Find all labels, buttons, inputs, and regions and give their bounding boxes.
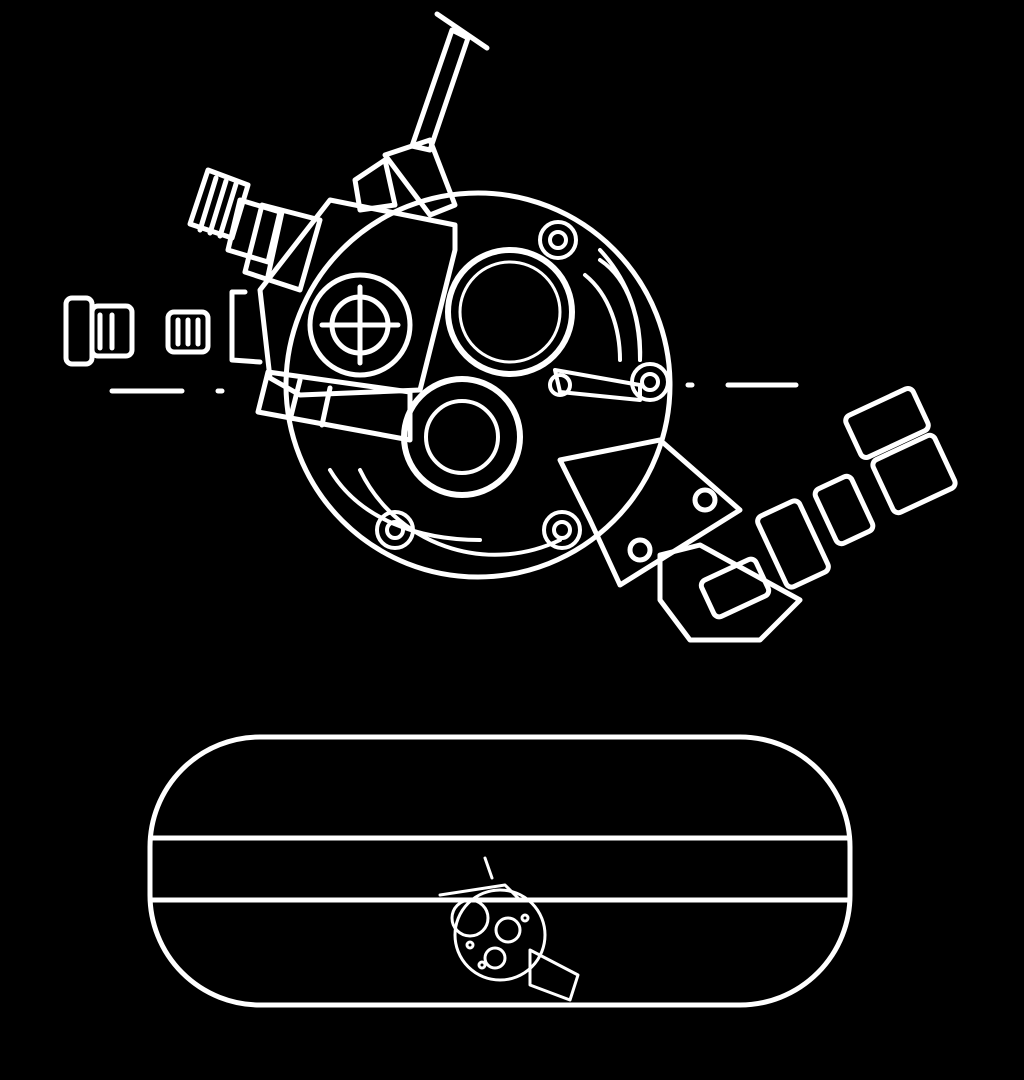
drawing-stroke	[548, 373, 572, 397]
bolt-hole	[538, 220, 578, 260]
drawing-stroke	[520, 913, 530, 923]
bolt-hole	[552, 520, 572, 540]
drawing-stroke	[870, 432, 958, 516]
drawing-stroke	[434, 11, 490, 51]
tank-outline	[147, 734, 853, 1008]
diaphragm-gauge	[307, 272, 413, 378]
drawing-stroke	[287, 377, 303, 423]
inlet-fitting	[187, 167, 323, 293]
drawing-stroke	[265, 209, 285, 279]
regulator-assembly-view	[63, 11, 958, 643]
exploded-fittings-right	[755, 385, 958, 590]
drawing-stroke	[453, 888, 547, 982]
drawing-stroke	[242, 202, 323, 293]
center-line	[109, 382, 799, 394]
bolt-hole	[640, 372, 660, 392]
drawing-stroke	[257, 197, 458, 398]
upper-port	[445, 247, 575, 377]
mounting-flange-inner-arc	[358, 468, 562, 557]
drawing-stroke	[89, 303, 135, 359]
exploded-fittings-left	[63, 295, 211, 367]
drawing-stroke	[843, 385, 931, 461]
drawing-stroke	[382, 137, 458, 218]
drawing-stroke	[217, 181, 239, 239]
drawing-stroke	[438, 883, 522, 902]
drawing-stroke	[627, 537, 653, 563]
drawing-stroke	[424, 399, 500, 475]
drawing-stroke	[553, 368, 642, 402]
drawing-stroke	[657, 542, 803, 643]
drawing-stroke	[692, 487, 718, 513]
drawing-stroke	[812, 473, 876, 547]
lower-port	[401, 376, 523, 498]
outlet-bracket	[557, 437, 803, 643]
drawing-stroke	[755, 498, 831, 590]
bolt-hole	[548, 230, 568, 250]
drawing-stroke	[229, 289, 263, 365]
drawing-stroke	[328, 468, 482, 542]
bolt-hole	[385, 520, 405, 540]
drawing-stroke	[598, 258, 642, 362]
linkage-arm	[328, 258, 642, 542]
drawing-stroke	[698, 556, 772, 620]
drawing-stroke	[207, 178, 229, 236]
drawing-stroke	[477, 960, 487, 970]
drawing-stroke	[483, 946, 507, 970]
drawing-stroke	[494, 916, 522, 944]
drawing-stroke	[165, 309, 211, 355]
drawing-stroke	[458, 260, 562, 364]
drawing-stroke	[409, 27, 471, 153]
regulator-housing	[229, 197, 458, 443]
drawing-stroke	[450, 898, 490, 938]
drawing-stroke	[445, 247, 575, 377]
drawing-stroke	[583, 273, 622, 362]
drawing-stroke	[197, 175, 219, 233]
drawing-stroke	[465, 940, 475, 950]
drawing-stroke	[401, 376, 523, 498]
drawing-stroke	[319, 385, 333, 428]
drawing-stroke	[307, 272, 413, 378]
tank-mounted-regulator	[438, 856, 580, 1002]
drawing-stroke	[528, 948, 580, 1002]
vent-tube	[352, 11, 490, 218]
bolt-hole	[542, 510, 582, 550]
tank-view	[147, 734, 853, 1008]
drawing-stroke	[255, 369, 413, 443]
drawing-stroke	[483, 856, 494, 880]
drawing-stroke	[352, 157, 398, 213]
